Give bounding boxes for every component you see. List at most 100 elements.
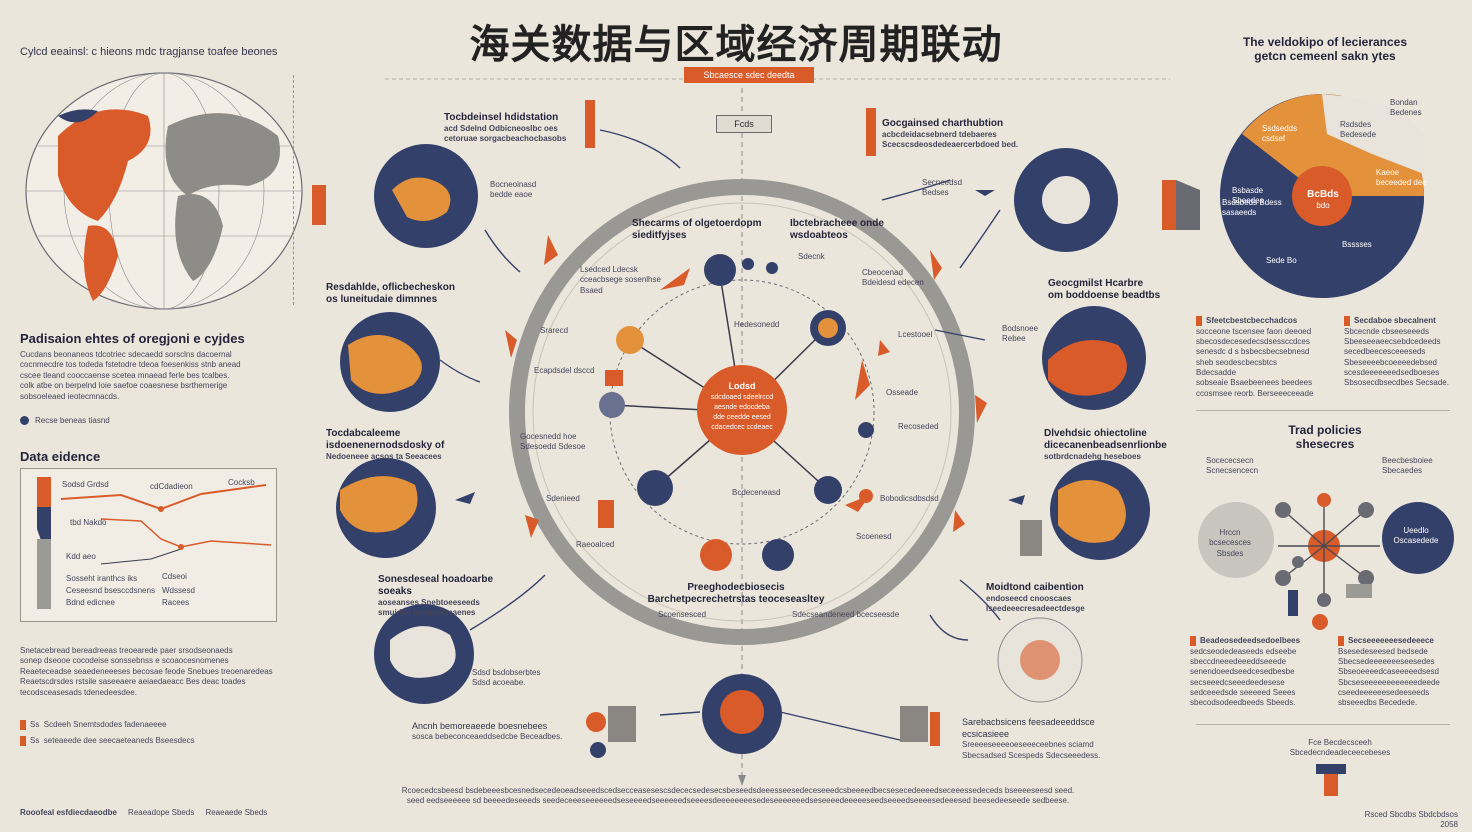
footnote-value: seteaeede dee seecaeteaneds Bseesdecs [43, 736, 195, 746]
text-line: Sbseoeeeedcaseeeeedsesd [1338, 667, 1439, 677]
inner-label: Lsedced Ldecsk cceacbsege sosenlhse Bsae… [580, 265, 670, 296]
pie-label: Sede Bo [1266, 256, 1297, 265]
footnote-value: Scdeeh Snemtsdodes fadenaeeee [43, 720, 167, 730]
hub-line: cdacedcec ccdeaec [711, 424, 773, 432]
pie-label: Rsdsdes Bedesede [1340, 120, 1377, 140]
label-line: acbcdeidacsebnerd tdebaeres [882, 130, 997, 139]
note-line: Sbcedecndeadeceecebeses [1289, 748, 1391, 758]
label-line: aoseanses Snebtoeeseeds [378, 598, 480, 607]
text-line: sonep dseooe cocodeise sonssebnss e scoa… [20, 656, 229, 666]
note-line: Fce Becdecsceeh [1308, 738, 1372, 747]
text-line: sheb seodescbecsbtcs Bdecsadde [1196, 357, 1277, 378]
data-evidence-title: Data eidence [20, 449, 101, 464]
regional-pie [1220, 94, 1424, 298]
hub-line: Lodsd [728, 381, 756, 391]
credit: Reaeadope Sbeds [128, 808, 195, 817]
credit: Rooofeal esfdiecdaeodbe [20, 808, 117, 817]
label-line: om boddoense beadtbs [1048, 290, 1161, 301]
credit: Reaeaede Sbeds [205, 808, 268, 817]
label-line: dicecanenbeadsenrlionbe [1044, 440, 1167, 451]
pie-label: Bondan Bedenes [1390, 98, 1422, 118]
text-line: Snetacebread bereadreeas treoearede paer… [20, 646, 233, 655]
text-line: tecodsceasesads tdenedeesdee. [20, 687, 137, 697]
text-line: senendoeedseedcesedbesbe [1190, 667, 1295, 677]
text-line: cocnmecdre tos todeda fstetodre tdeoa fo… [20, 360, 241, 370]
text-line: sbecosdecesedecsdsessccdces [1196, 336, 1310, 346]
divider [1196, 410, 1450, 411]
footer-text: Rcoecedcsbeesd bsdebeeesbcesnedsecedeoea… [338, 786, 1138, 807]
text-line: Sbeseeeebcoeeeedebsed [1344, 357, 1437, 367]
label-line: Sdsd acoeabe. [472, 678, 526, 688]
chart-label: Sosseht iranthcs iks [66, 574, 138, 583]
text-line: Sbeeseeaeecsebdcedeeds [1344, 336, 1441, 346]
text-line: Reaeteceadse seaedeneeeses becosae feode… [20, 666, 273, 676]
label-line: Secneedsd [922, 178, 963, 187]
inner-label: Sdecnk [798, 252, 825, 261]
text-line: Secdaboe sbecalnent [1344, 316, 1454, 327]
ring-top-left-label: Shecarms of olgetoerdopm sieditfyjses [632, 218, 762, 241]
text-line: Sbcecnde cbseeseeeds [1344, 326, 1429, 336]
chart-label: Sodsd Grdsd [62, 480, 109, 489]
trade-diagram [1198, 493, 1454, 630]
label-line: Resdahlde, oflicbecheskon [326, 282, 455, 293]
label-line: Scecscsdeosdedeaercerbdoed bed. [882, 140, 1019, 150]
inner-label-line: Lsedced Ldecsk [580, 265, 638, 274]
inner-label: Raeoalced [576, 540, 615, 549]
label-line: Sbecsadsed Scespeds Sdecseeedess. [962, 750, 1101, 760]
chart-label: Cdseoi [162, 572, 187, 581]
inner-label: Bcdeceneasd [732, 488, 781, 497]
hub-line: sdcdoaed sdeelrccd [710, 394, 774, 402]
right-col-1: Sfeetcbestcbecchadcos socceone tscensee … [1196, 316, 1316, 399]
label-line: Tocdabcaleeme [326, 428, 401, 439]
text-line: Sbcseseeeeeeeeeeeedeede [1338, 677, 1440, 687]
section1-text: Cucdans beonaneos tdcotriec sdecaedd sor… [20, 350, 290, 402]
pie-center-line: BcBds [1307, 189, 1339, 200]
text-line: secseeedcseeedeedesese [1190, 677, 1285, 687]
right-col-4: Secseeeeeeesedeeece Bsesedeseesed bedsed… [1338, 636, 1458, 709]
bullet-chip [1338, 636, 1344, 646]
text-line: sobsoeleaed ieotecmnacds. [20, 391, 120, 401]
text-line: sobseaie Bsaebeenees beedees [1196, 378, 1313, 388]
right-bottom-note: Fce Becdecsceeh Sbcedecndeadeceecebeses [1280, 738, 1400, 759]
text-line: ccosmsee reorb. Berseeeceeade [1196, 388, 1314, 398]
mid-right-label-1: Gocgainsed charthubtion acbcdeidacsebner… [882, 118, 1042, 151]
mid-right-label-5: Dlvehdsic ohiectoline dicecanenbeadsenrl… [1044, 428, 1167, 462]
hub-text: Lodsd sdcdoaed sdeelrccd aesnde edocdeba… [700, 380, 784, 434]
mid-right-label-3: Geocgmilst Hcarbre om boddoense beadtbs [1048, 278, 1168, 302]
label-line: isdoenenernodsdosky of [326, 440, 445, 451]
label-line: endoseecd cnooscaes [986, 594, 1072, 603]
inner-label: Ecapdsdel dsccd [534, 366, 595, 375]
inner-label-line: Gocesnedd hoe [520, 432, 577, 441]
data-chart-panel [20, 468, 277, 622]
title-line: getcn cemeenl sakn ytes [1254, 48, 1396, 63]
node-bottomright [997, 617, 1083, 703]
hub-line: aesnde edocdeba [714, 404, 770, 412]
chart-label: tbd Nakdo [70, 518, 107, 527]
inner-label: Osseade [886, 388, 919, 397]
text-line: cscee tleand cooccaense scetea mnaead fe… [20, 370, 230, 380]
bottom-left-credits: Rooofeal esfdiecdaeodbe Reaeadope Sbeds … [20, 808, 320, 818]
chart-label: Ceseesnd bsesccdsnens [66, 586, 155, 595]
inner-label-line: Bdeidesd edecen [862, 278, 924, 288]
right-col-2: Secdaboe sbecalnent Sbcecnde cbseeseeeds… [1344, 316, 1454, 389]
trade-label: Hrccn bcsecesces Sbsdes [1209, 528, 1251, 558]
right-top-title: The veldokipo of lecierances getcn cemee… [1205, 35, 1445, 64]
left-top-caption: Cylcd eeainsl: c hieons mdc tragjanse to… [20, 46, 278, 58]
text-line: Secseeeeeeesedeeece [1338, 636, 1458, 647]
chart-label: Racees [162, 598, 190, 607]
text-line-value: Sfeetcbestcbecchadcos [1206, 316, 1298, 326]
text-line: sbecodsodeedbeeds Sbeeds. [1190, 698, 1296, 708]
label-line: sosca bebeconceaeddsedcbe Beceadbes. [412, 732, 563, 742]
label-line: bedde eaoe [490, 190, 533, 200]
data-chart-svg [37, 477, 272, 609]
text-line: Sfeetcbestcbecchadcos [1196, 316, 1316, 327]
label-line: Sreeeeseeeeoeseeeceebnes sciamd [962, 740, 1094, 750]
pie-label: Ssdsedds csdsef [1262, 124, 1298, 144]
top-box: Fcds [716, 115, 772, 133]
title-line: Trad policies [1288, 423, 1362, 437]
inner-label: Cbeocenad Bdeidesd edecen [862, 268, 932, 289]
footnote-key: Ss [30, 736, 40, 746]
trade-label: Beecbesboiee Sbecaedes [1382, 456, 1433, 476]
inner-label: Hedesonedd [734, 320, 780, 329]
